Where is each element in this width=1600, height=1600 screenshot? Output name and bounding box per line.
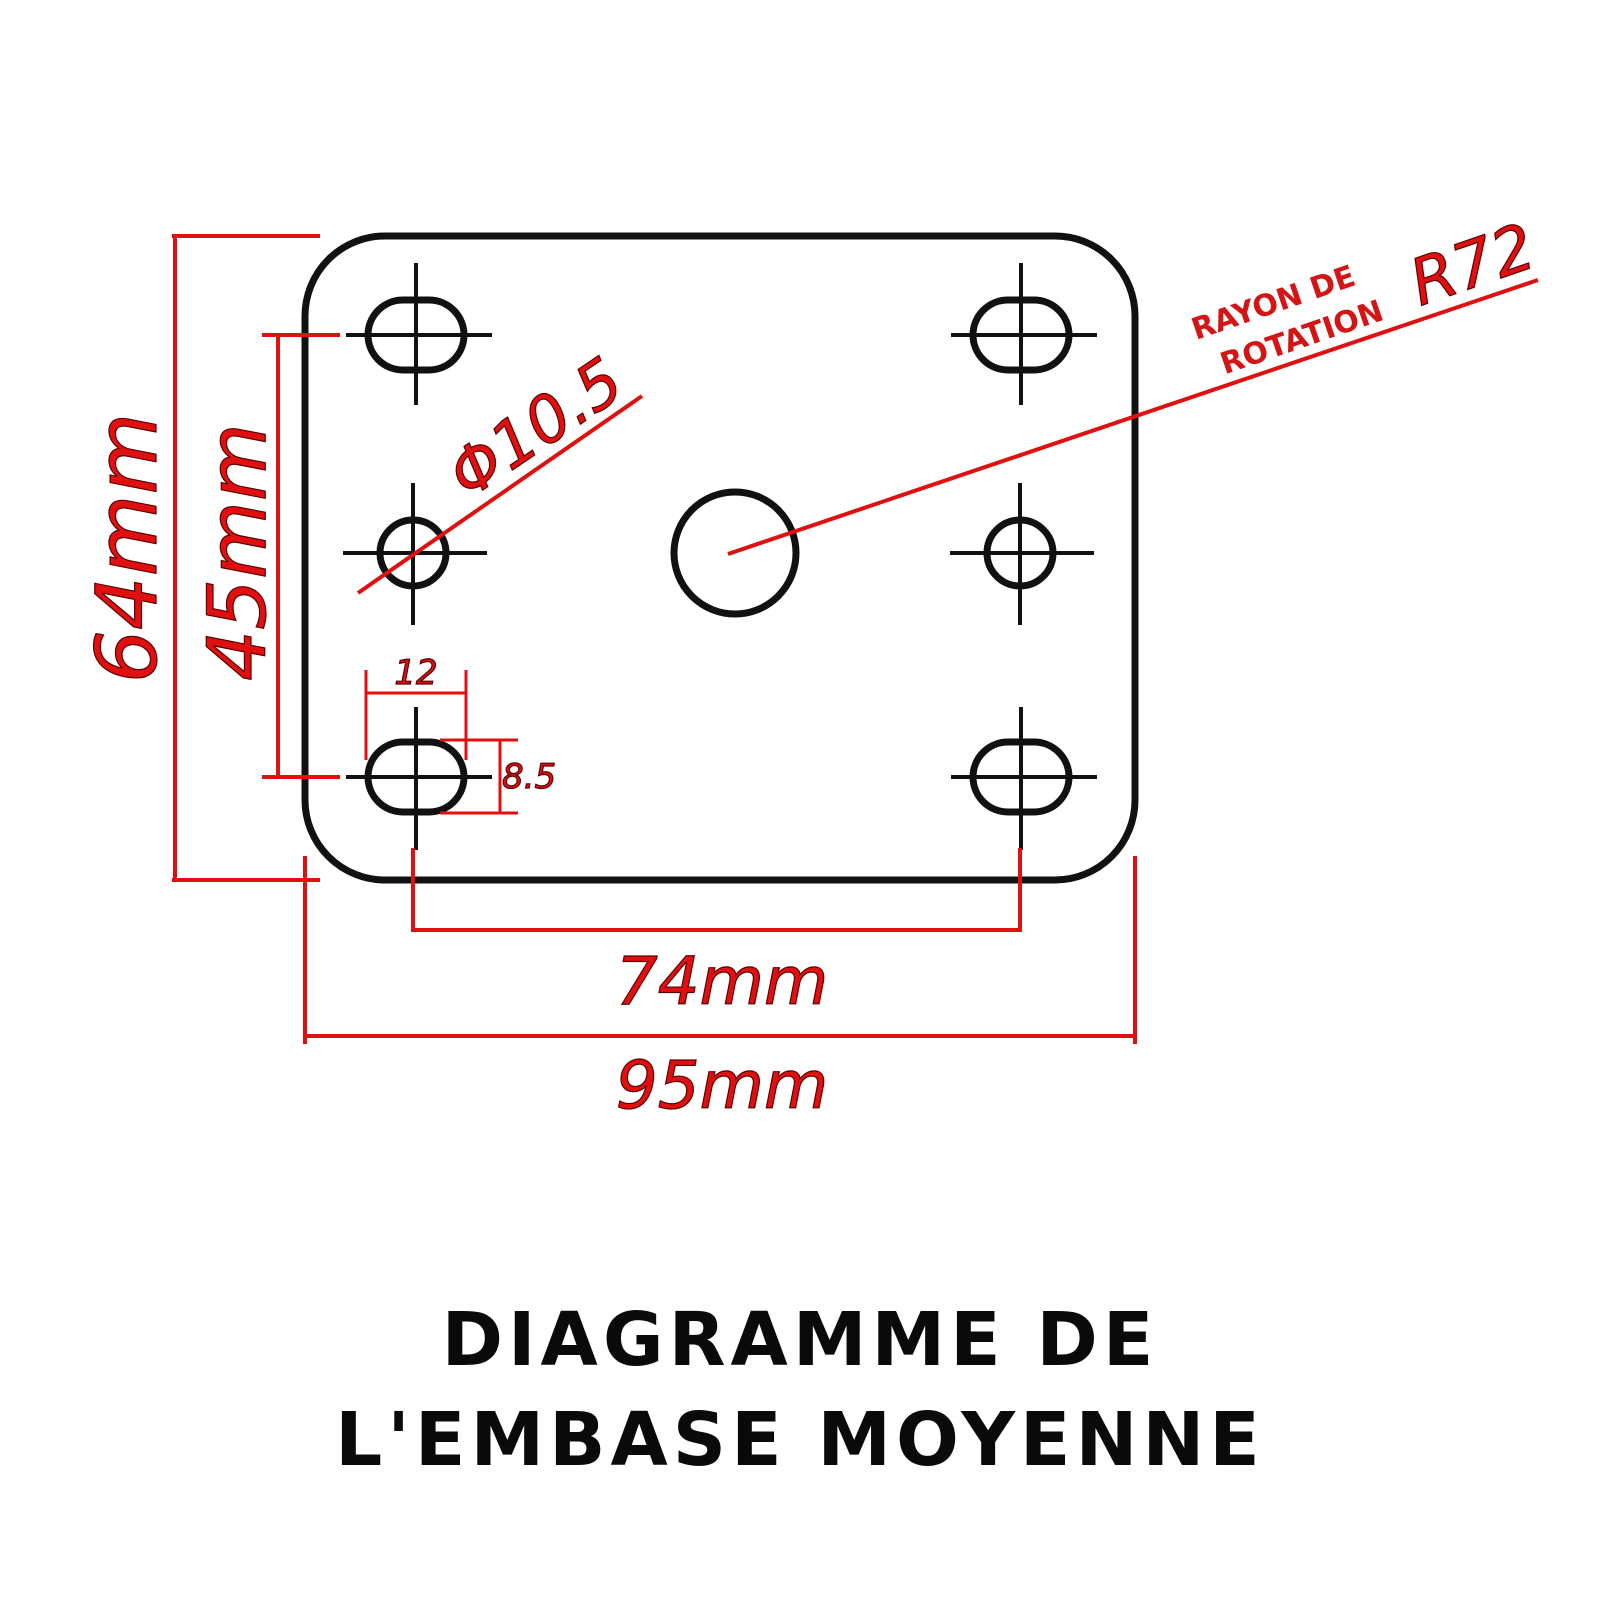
label-rotation-radius: R72 xyxy=(1401,210,1544,321)
dimension-slot-width xyxy=(440,738,518,815)
label-hole-spacing-horizontal: 74mm xyxy=(616,943,829,1020)
round-hole-right xyxy=(950,483,1094,625)
dimension-total-width xyxy=(303,856,1137,1044)
label-hole-diameter: Φ10.5 xyxy=(436,344,637,513)
plate-outline xyxy=(301,232,1139,884)
dimension-hole-spacing-vertical xyxy=(262,333,340,779)
dimension-total-height xyxy=(172,234,320,882)
slot-hole-top-left xyxy=(346,263,492,405)
dimension-hole-spacing-horizontal xyxy=(411,848,1022,932)
slot-hole-bottom-right xyxy=(951,707,1097,850)
title-line-1: DIAGRAMME DE xyxy=(441,1297,1159,1383)
leader-hole-diameter xyxy=(356,394,644,595)
slot-hole-top-right xyxy=(951,263,1097,405)
center-hole xyxy=(670,488,800,618)
diagram-title: DIAGRAMME DE L'EMBASE MOYENNE xyxy=(0,1290,1600,1490)
label-total-height: 64mm xyxy=(78,413,176,684)
title-line-2: L'EMBASE MOYENNE xyxy=(335,1397,1265,1483)
leader-rotation-radius xyxy=(727,278,1539,556)
dimension-slot-length xyxy=(364,670,468,760)
label-hole-spacing-vertical: 45mm xyxy=(191,423,284,681)
slot-hole-bottom-left xyxy=(346,707,492,850)
label-total-width: 95mm xyxy=(616,1047,829,1124)
label-slot-length: 12 xyxy=(394,653,437,693)
label-slot-width: 8.5 xyxy=(502,757,556,797)
